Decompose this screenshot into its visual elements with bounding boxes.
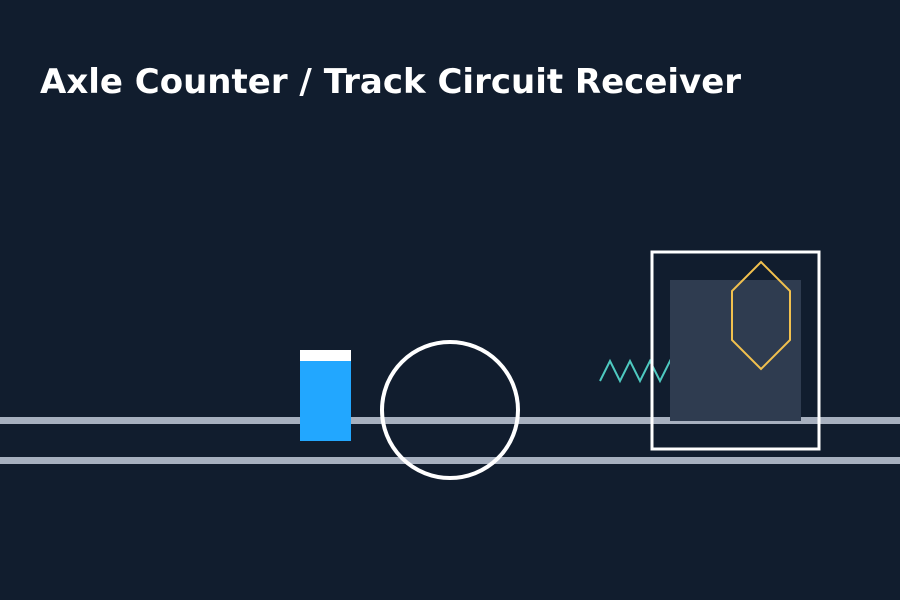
receiver-unit: [650, 250, 821, 451]
receiver-frame: [650, 250, 821, 451]
diagram-title: Axle Counter / Track Circuit Receiver: [40, 62, 742, 102]
rail-top: [0, 417, 900, 424]
rail-bottom: [0, 457, 900, 464]
transmitter-body: [300, 350, 351, 441]
wheel-circle: [380, 340, 520, 480]
receiver-coil-hexagon: [731, 260, 791, 371]
transmitter-cap: [300, 350, 351, 361]
receiver-body: [670, 280, 801, 421]
transmitter-unit: [300, 350, 351, 441]
